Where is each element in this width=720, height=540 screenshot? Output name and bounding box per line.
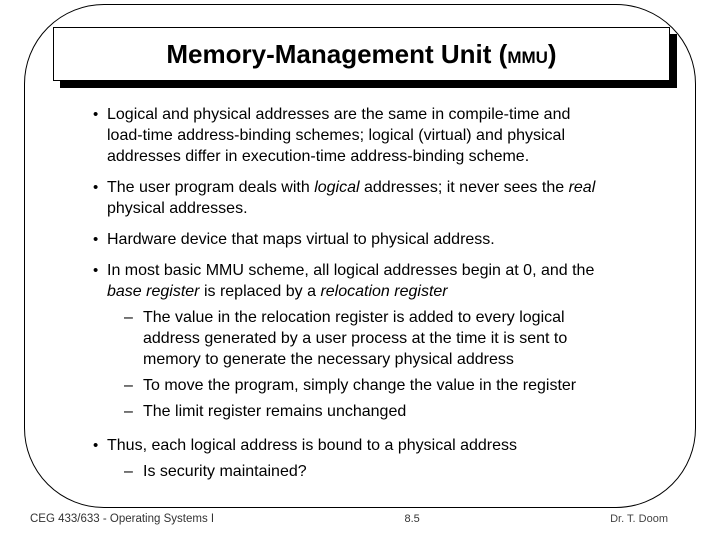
bullet-text: Logical and physical addresses are the s… xyxy=(107,106,571,165)
footer-course-label: CEG 433/633 - Operating Systems I xyxy=(30,513,215,525)
bullet-item: • Logical and physical addresses are the … xyxy=(93,104,682,167)
bullet-item: • Hardware device that maps virtual to ph… xyxy=(93,229,682,250)
bullet-text: Is security maintained? xyxy=(143,463,307,480)
dash-marker-icon: – xyxy=(124,377,133,394)
title-acronym: MMU xyxy=(507,47,548,67)
sub-bullet-item: –Is security maintained? xyxy=(124,461,682,482)
footer: CEG 433/633 - Operating Systems I 8.5 Dr… xyxy=(30,513,668,525)
footer-page-number: 8.5 xyxy=(404,513,420,525)
dash-marker-icon: – xyxy=(124,403,133,420)
bullet-item: • The user program deals with logical add… xyxy=(93,177,682,219)
bullet-text: The value in the relocation register is … xyxy=(143,309,568,368)
footer-author: Dr. T. Doom xyxy=(610,513,668,525)
bullet-text: The limit register remains unchanged xyxy=(143,403,407,420)
slide-rounded-border xyxy=(24,4,696,508)
bullet-list: • Logical and physical addresses are the … xyxy=(93,104,682,482)
title-suffix: ) xyxy=(547,38,557,69)
bullet-dot-icon: • xyxy=(93,231,99,248)
bullet-item: • In most basic MMU scheme, all logical a… xyxy=(93,260,682,302)
bullet-text: Thus, each logical address is bound to a… xyxy=(107,437,518,454)
dash-marker-icon: – xyxy=(124,309,133,326)
bullet-text: The user program deals with logical addr… xyxy=(107,179,596,217)
sub-bullet-item: –To move the program, simply change the … xyxy=(124,375,682,396)
bullet-dot-icon: • xyxy=(93,179,99,196)
page-title: Memory-Management Unit (MMU) xyxy=(166,39,556,70)
bullet-text: In most basic MMU scheme, all logical ad… xyxy=(107,262,595,300)
bullet-dot-icon: • xyxy=(93,437,99,454)
sub-bullet-item: –The limit register remains unchanged xyxy=(124,401,682,422)
bullet-item: • Thus, each logical address is bound to … xyxy=(93,435,682,456)
dash-marker-icon: – xyxy=(124,463,133,480)
bullet-text: Hardware device that maps virtual to phy… xyxy=(107,231,495,248)
sub-bullet-item: –The value in the relocation register is… xyxy=(124,307,682,370)
bullet-dot-icon: • xyxy=(93,106,99,123)
title-box: Memory-Management Unit (MMU) xyxy=(53,27,670,81)
title-prefix: Memory-Management Unit ( xyxy=(166,38,508,69)
bullet-text: To move the program, simply change the v… xyxy=(143,377,577,394)
bullet-dot-icon: • xyxy=(93,262,99,279)
